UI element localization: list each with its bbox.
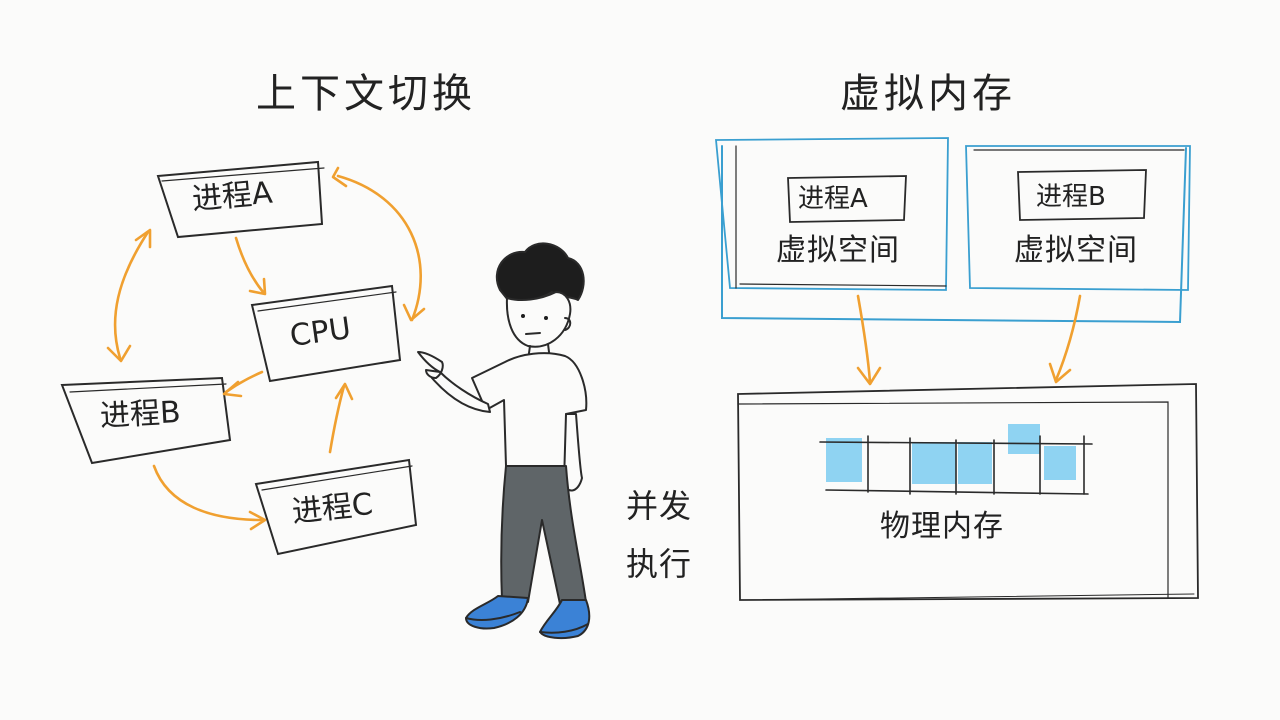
arrow-c-cpu	[328, 384, 346, 454]
process-c-label: 进程C	[290, 486, 375, 531]
physical-memory-box	[737, 383, 1199, 601]
process-b-inner-box	[1017, 169, 1147, 221]
vspace-a-label: 虚拟空间	[776, 233, 900, 268]
process-a-inner-box	[787, 175, 907, 223]
arrow-cpu-a-loop	[336, 174, 422, 322]
cpu-box	[250, 284, 402, 383]
arrow-b-c	[152, 464, 264, 522]
memory-strip	[819, 424, 1093, 495]
pants	[500, 465, 587, 605]
arrow-vspace-b-physical	[1054, 294, 1082, 382]
vspace-b-process-label: 进程B	[1036, 182, 1106, 212]
process-a-box	[156, 160, 324, 239]
face	[505, 291, 572, 348]
process-b-label: 进程B	[99, 394, 182, 435]
virtual-memory-frame	[721, 145, 1187, 324]
arrow-vspace-a-physical	[856, 294, 872, 384]
virtual-space-a-box	[715, 137, 949, 291]
context-switch-title: 上下文切换	[256, 71, 476, 117]
physical-memory-label: 物理内存	[880, 509, 1004, 544]
process-c-box	[254, 458, 418, 556]
arrow-a-cpu	[234, 236, 265, 294]
process-b-box	[60, 376, 232, 465]
cpu-label: CPU	[287, 310, 354, 355]
vspace-b-label: 虚拟空间	[1014, 233, 1138, 268]
person-illustration	[417, 242, 591, 640]
virtual-space-b-box	[965, 145, 1191, 291]
concurrency-line2: 执行	[626, 545, 693, 583]
hair	[495, 242, 585, 302]
virtual-memory-title: 虚拟内存	[840, 71, 1016, 117]
arrow-a-b	[113, 230, 150, 360]
vspace-a-process-label: 进程A	[798, 184, 868, 214]
process-a-label: 进程A	[190, 175, 274, 218]
concurrency-line1: 并发	[626, 487, 693, 525]
